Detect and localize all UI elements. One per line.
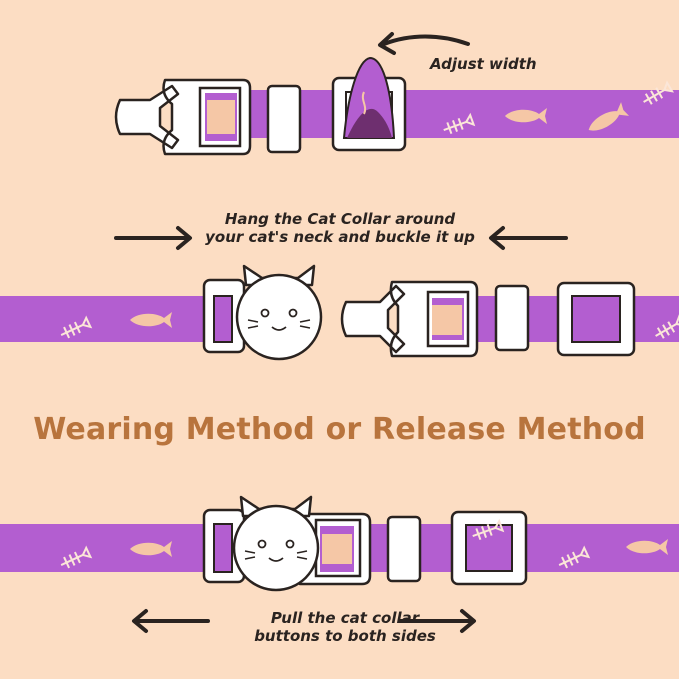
arrow-icon <box>489 226 568 250</box>
arrow-icon <box>382 34 470 46</box>
hang-line-1: Hang the Cat Collar around <box>224 210 456 228</box>
collar-row-1 <box>114 32 679 156</box>
cat-face-icon <box>232 495 320 592</box>
arrow-icon <box>132 609 210 633</box>
arrow-icon <box>398 609 476 633</box>
arrow-icon <box>114 226 192 250</box>
pull-instruction: Pull the cat collar buttons to both side… <box>170 609 520 645</box>
slider-icon <box>266 84 302 154</box>
pull-line-1: Pull the cat collar <box>270 609 420 627</box>
cat-face-icon <box>235 264 323 361</box>
strap <box>0 296 226 342</box>
pull-line-2: buttons to both sides <box>254 627 436 645</box>
slider-icon <box>386 515 422 583</box>
hang-line-2: your cat's neck and buckle it up <box>205 228 475 246</box>
collar-row-2 <box>0 226 679 361</box>
slider-icon <box>494 284 530 352</box>
adjust-width-label: Adjust width <box>430 55 537 73</box>
page-title: Wearing Method or Release Method <box>33 412 646 447</box>
hang-instruction: Hang the Cat Collar around your cat's ne… <box>190 210 490 246</box>
collar-row-3 <box>0 495 679 633</box>
